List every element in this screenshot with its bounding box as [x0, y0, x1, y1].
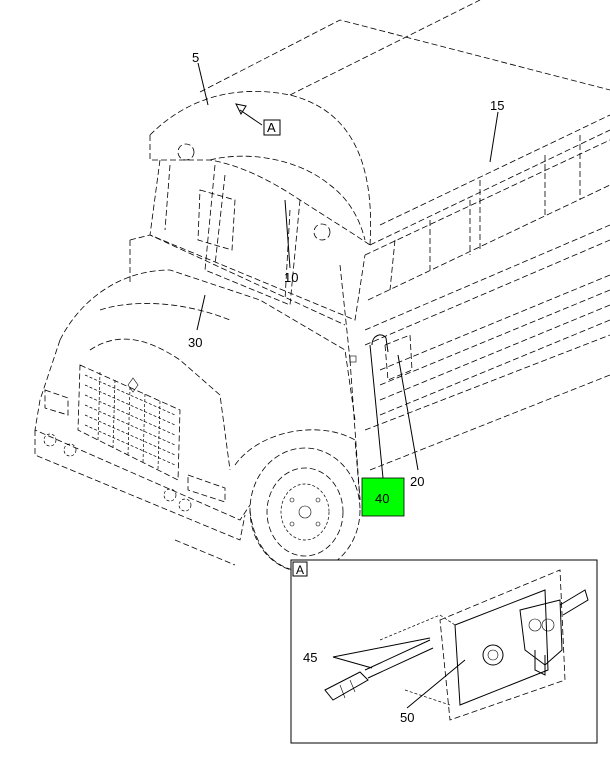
- callout-15[interactable]: 15: [490, 98, 504, 113]
- callout-45[interactable]: 45: [303, 650, 317, 665]
- view-ref-box: [263, 119, 281, 136]
- highlight-box[interactable]: [361, 477, 405, 517]
- detail-ref-label: A: [296, 563, 304, 577]
- callout-30[interactable]: 30: [188, 335, 202, 350]
- bus-illustration: [34, 0, 610, 573]
- callout-50[interactable]: 50: [400, 710, 414, 725]
- detail-ref-box: [292, 561, 308, 577]
- callout-5[interactable]: 5: [192, 50, 199, 65]
- callout-10[interactable]: 10: [284, 270, 298, 285]
- view-ref-label: A: [267, 120, 276, 135]
- leader-lines: [196, 62, 499, 479]
- callout-20[interactable]: 20: [410, 474, 424, 489]
- detail-view-a: [290, 559, 598, 744]
- callout-40[interactable]: 40: [375, 491, 389, 506]
